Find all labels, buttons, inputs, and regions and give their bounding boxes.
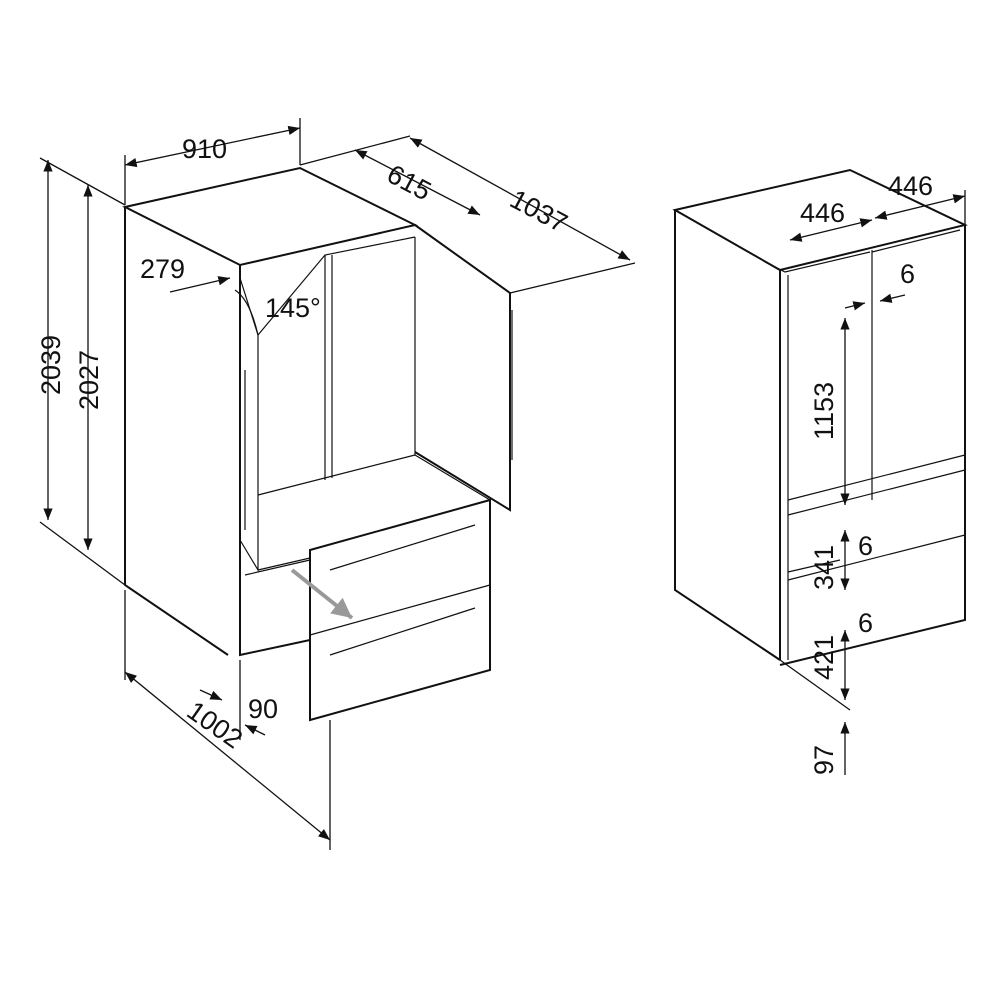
left-dimension-lines: [39, 118, 636, 850]
label-drawer-lower: 421: [809, 635, 839, 680]
label-gap-top: 6: [900, 259, 915, 289]
label-door-angle: 145°: [265, 293, 321, 323]
label-door-width-right: 446: [888, 171, 933, 201]
label-upper-height: 1153: [809, 382, 839, 440]
dimension-labels: 910 615 1037 279 145° 2039 2027 90 1002 …: [36, 134, 933, 775]
label-door-width-left: 446: [800, 198, 845, 228]
label-plinth: 97: [809, 745, 839, 775]
right-dimension-lines: [779, 190, 966, 775]
label-width: 910: [182, 134, 227, 164]
label-drawer-upper: 341: [809, 545, 839, 590]
label-drawer-offset: 90: [248, 694, 278, 724]
label-gap-low: 6: [858, 608, 873, 638]
label-depth-door-open: 1037: [505, 184, 572, 239]
label-height-total: 2039: [36, 335, 66, 395]
label-gap-mid: 6: [858, 531, 873, 561]
left-fridge-drawing: [122, 166, 513, 722]
label-door-clearance: 279: [140, 254, 185, 284]
label-depth: 615: [382, 159, 436, 207]
label-height-body: 2027: [74, 350, 104, 410]
drawer-pull-arrow: [290, 568, 354, 620]
